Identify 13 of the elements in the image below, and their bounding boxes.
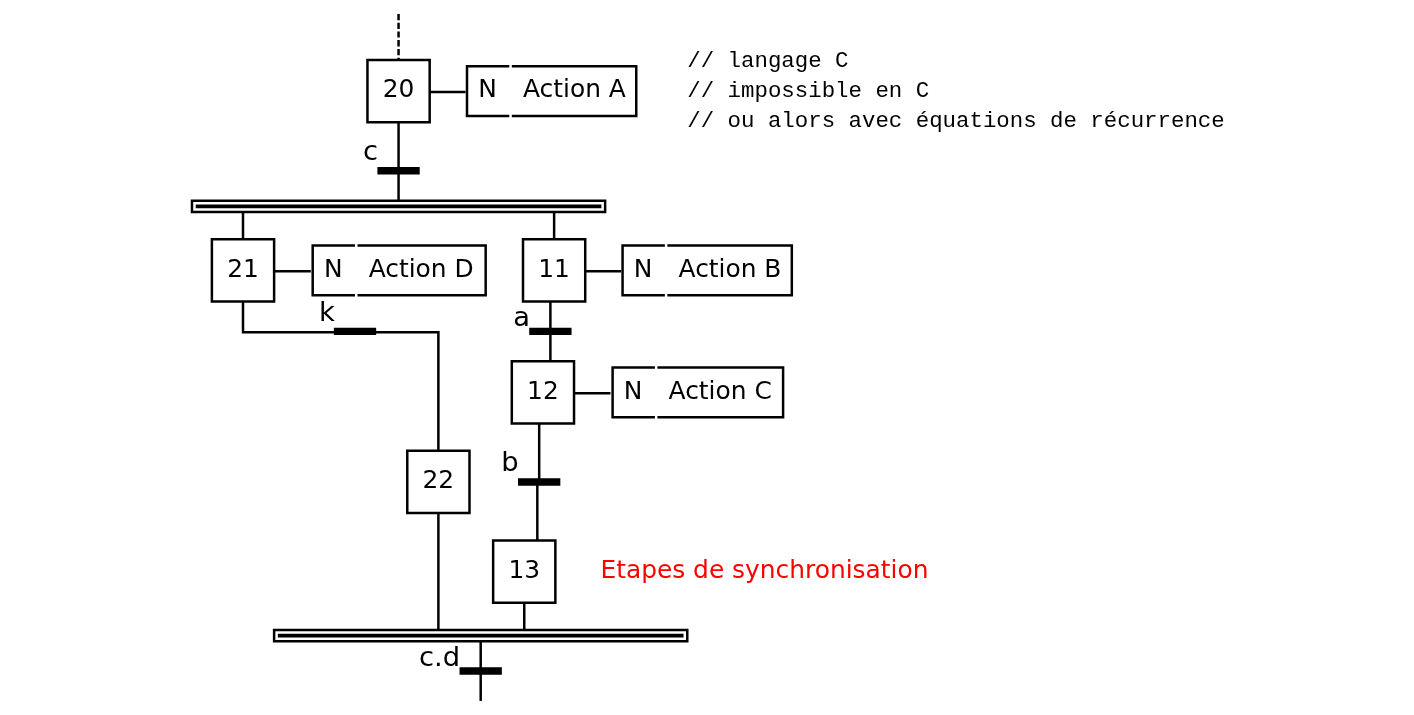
label: // ou alors avec équations de récurrence	[686, 107, 1225, 134]
node-label: b	[500, 446, 519, 478]
node-label: c	[362, 135, 378, 167]
node-text: N Action D	[323, 253, 474, 283]
label: Etapes de synchronisation	[599, 554, 928, 584]
label: // impossible en C	[686, 77, 929, 104]
node-text: N Action C	[623, 375, 772, 405]
node-label: k	[318, 295, 335, 327]
node-label: a	[512, 300, 530, 332]
node-label: c.d	[418, 640, 460, 672]
label: // langage C	[686, 47, 849, 74]
node-text: N Action B	[633, 253, 781, 283]
node-text: N Action A	[477, 74, 626, 104]
